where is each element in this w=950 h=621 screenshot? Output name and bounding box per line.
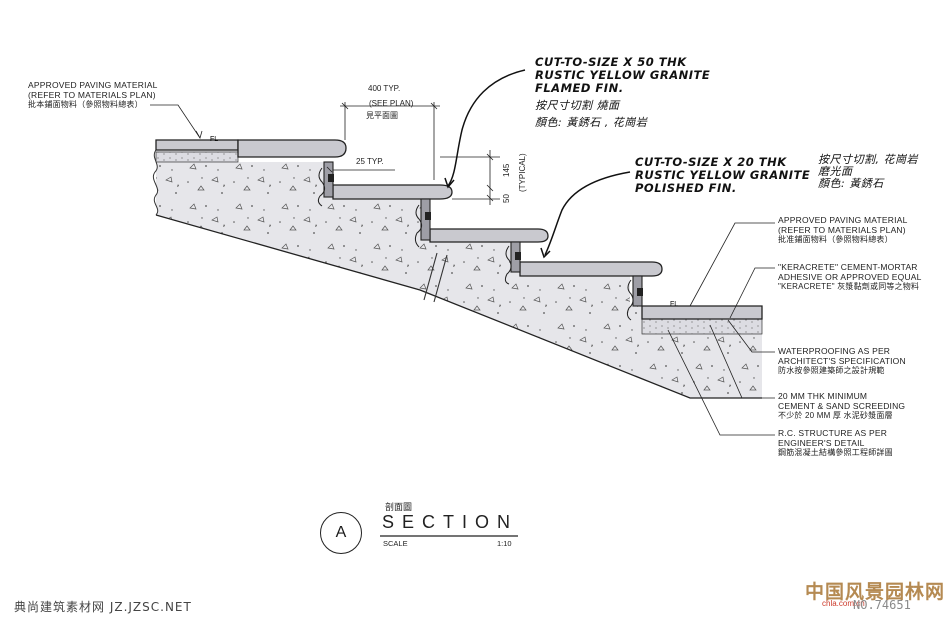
- note-line: ENGINEER'S DETAIL: [778, 438, 865, 448]
- handnote-granite50: CUT-TO-SIZE X 50 THK RUSTIC YELLOW GRANI…: [535, 55, 711, 130]
- note-line: ADHESIVE OR APPROVED EQUAL: [778, 272, 922, 282]
- note-line: 批准鋪面物料（參照物料總表）: [778, 235, 893, 244]
- note-rc-structure: R.C. STRUCTURE AS PER ENGINEER'S DETAIL …: [778, 428, 893, 458]
- section-marker: A: [320, 512, 362, 554]
- handnote-line: RUSTIC YELLOW GRANITE: [635, 168, 811, 182]
- handnote-line: FLAMED FIN.: [535, 81, 624, 95]
- handnote-line: 按尺寸切割, 花崗岩: [818, 153, 918, 166]
- scale-value: 1:10: [497, 539, 512, 548]
- note-line: APPROVED PAVING MATERIAL: [28, 80, 158, 90]
- dim-typical: (TYPICAL): [518, 153, 527, 192]
- note-line: (REFER TO MATERIALS PLAN): [778, 225, 906, 235]
- watermark-left: 典尚建筑素材网 JZ.JZSC.NET: [14, 600, 192, 614]
- screed-layer: [155, 151, 239, 163]
- dim-nosing: 25 TYP.: [356, 157, 384, 166]
- handnote-line: CUT-TO-SIZE X 20 THK: [635, 155, 787, 169]
- fl-marker-top: FL: [210, 136, 218, 143]
- note-paving-right: APPROVED PAVING MATERIAL (REFER TO MATER…: [778, 215, 908, 245]
- clip-blocks: [328, 174, 643, 296]
- note-line: (REFER TO MATERIALS PLAN): [28, 90, 156, 100]
- screed-layer: [641, 318, 763, 335]
- note-paving-left: APPROVED PAVING MATERIAL (REFER TO MATER…: [28, 80, 158, 110]
- section-title: SECTION: [382, 512, 519, 532]
- note-keracrete: "KERACRETE" CEMENT-MORTAR ADHESIVE OR AP…: [778, 262, 922, 292]
- break-line-middle: [423, 252, 448, 303]
- handnote-granite20: CUT-TO-SIZE X 20 THK RUSTIC YELLOW GRANI…: [635, 156, 810, 195]
- granite-treads: [155, 139, 763, 320]
- dim-see-plan-cn: 見平面圖: [366, 111, 398, 120]
- note-line: 不少於 20 MM 厚 水泥砂漿面層: [778, 411, 893, 420]
- dim-tread: 400 TYP.: [368, 84, 401, 93]
- dimension-lines: [326, 102, 500, 205]
- leader-paving-left: [150, 104, 203, 140]
- note-line: 鋼筋混凝土結構參照工程師詳圖: [778, 448, 893, 457]
- dim-thickness: 50: [502, 194, 511, 203]
- leader-granite20: [540, 171, 631, 259]
- leader-granite50: [444, 69, 526, 189]
- note-line: 防水按參照建築師之設計規範: [778, 366, 885, 375]
- note-line: R.C. STRUCTURE AS PER: [778, 428, 888, 438]
- fl-marker-bottom: FL: [670, 301, 678, 308]
- note-screeding: 20 MM THK MINIMUM CEMENT & SAND SCREEDIN…: [778, 391, 905, 421]
- note-line: 20 MM THK MINIMUM: [778, 391, 868, 401]
- note-line: WATERPROOFING AS PER: [778, 346, 891, 356]
- note-line: 批本鋪面物料（參照物料總表）: [28, 100, 143, 109]
- rc-structure-fill: [156, 150, 762, 398]
- handnote-line: CUT-TO-SIZE X 50 THK: [535, 55, 687, 69]
- handnote-line: 磨光面: [818, 165, 853, 178]
- note-line: CEMENT & SAND SCREEDING: [778, 401, 906, 411]
- note-waterproofing: WATERPROOFING AS PER ARCHITECT'S SPECIFI…: [778, 346, 906, 376]
- adhesive-wiggles: [317, 167, 634, 321]
- note-line: "KERACRETE" CEMENT-MORTAR: [778, 262, 918, 272]
- section-title-cn: 剖面圖: [385, 502, 413, 512]
- handnote-line: 按尺寸切割 燒面: [535, 99, 620, 112]
- watermark-number: NO.74651: [853, 598, 911, 612]
- watermark-brand: 中国风景园林网: [805, 581, 946, 603]
- dim-riser: 145: [502, 163, 511, 177]
- handnote-granite20-cn: 按尺寸切割, 花崗岩 磨光面 顏色: 黃銹石: [818, 154, 918, 190]
- structure-soffit-line: [155, 214, 762, 399]
- handnote-line: RUSTIC YELLOW GRANITE: [535, 68, 711, 82]
- handnote-line: 顏色: 黃銹石 , 花崗岩: [535, 116, 648, 129]
- handnote-line: 顏色: 黃銹石: [818, 177, 884, 190]
- section-underline: [380, 535, 518, 537]
- watermark-brand-sub: chla.com.cn: [822, 599, 865, 608]
- note-line: ARCHITECT'S SPECIFICATION: [778, 356, 906, 366]
- right-leader-lines: [667, 222, 775, 436]
- scale-label: SCALE: [383, 539, 408, 548]
- handnote-line: POLISHED FIN.: [635, 181, 737, 195]
- dim-see-plan: (SEE PLAN): [369, 99, 414, 108]
- note-line: "KERACRETE" 灰漿黏劑或同等之物料: [778, 282, 920, 291]
- note-line: APPROVED PAVING MATERIAL: [778, 215, 908, 225]
